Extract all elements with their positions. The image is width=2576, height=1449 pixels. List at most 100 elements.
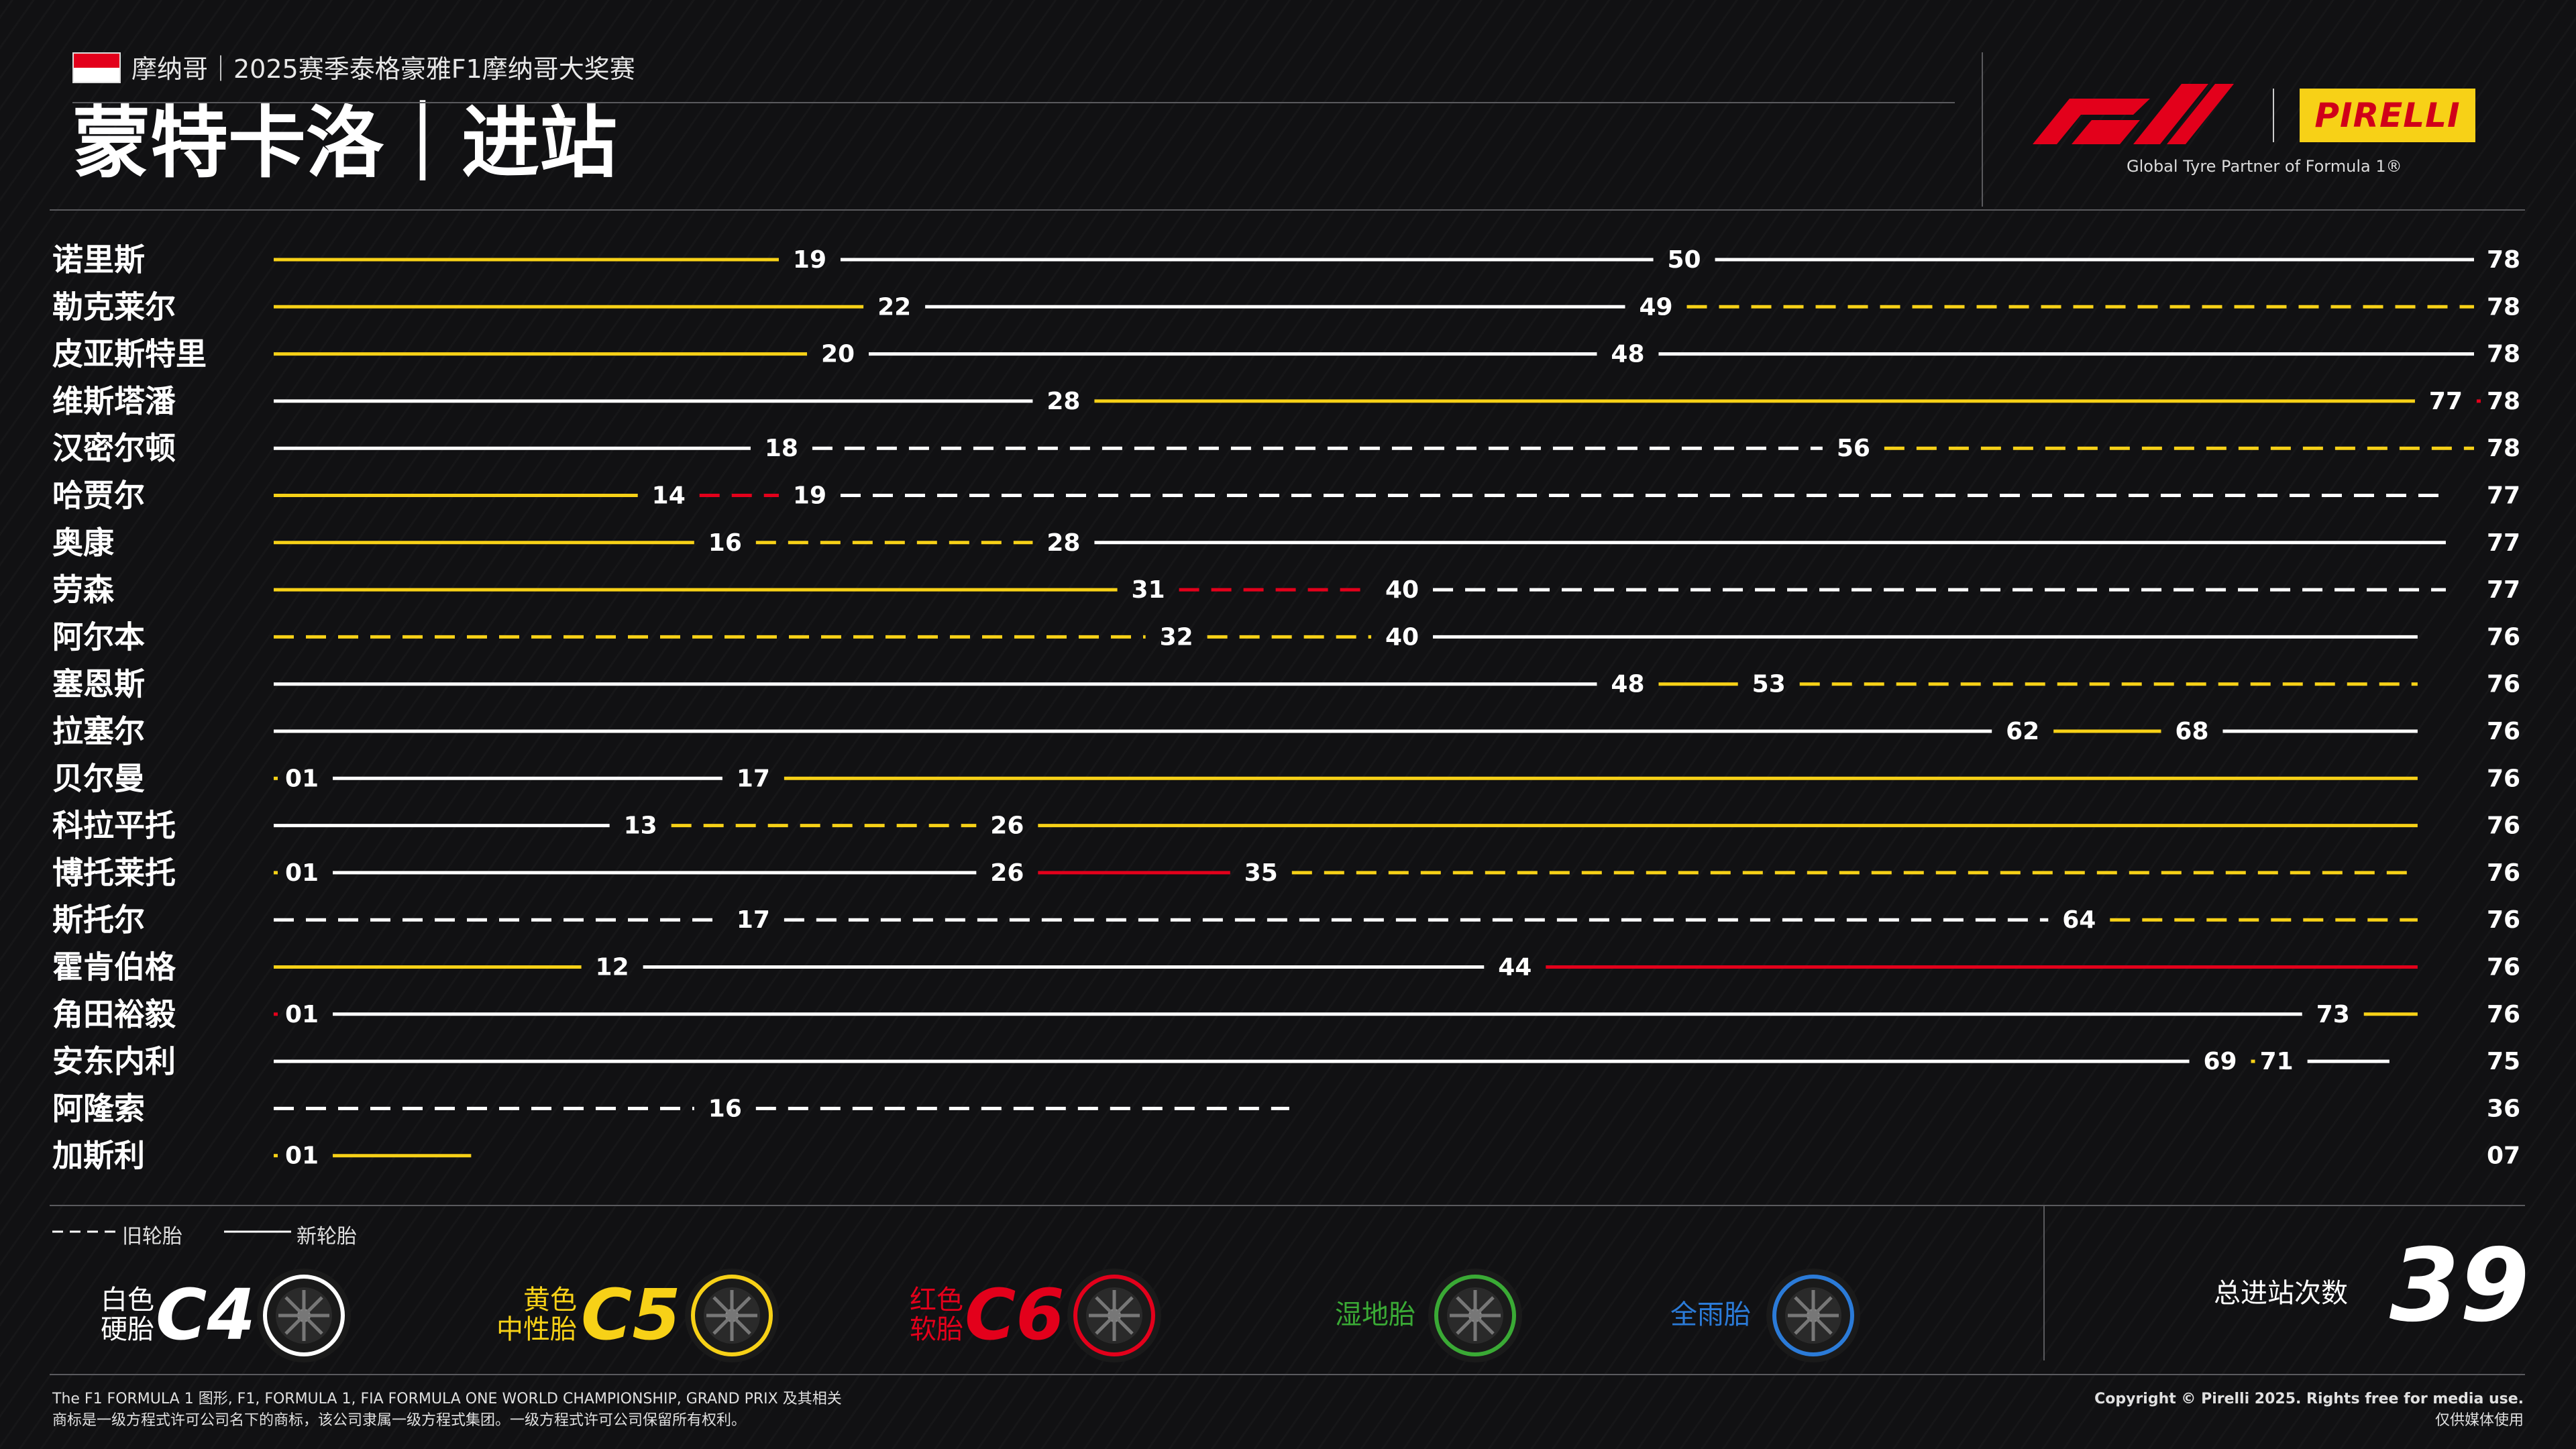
footer-copyright: Copyright © Pirelli 2025. Rights free fo… bbox=[2094, 1391, 2524, 1429]
pit-lap-label: 12 bbox=[596, 954, 629, 981]
final-lap-label: 76 bbox=[2487, 859, 2520, 887]
hard-tyre-label: 白色硬胎 bbox=[101, 1285, 154, 1345]
driver-name: 奥康 bbox=[52, 525, 114, 561]
driver-name: 哈贾尔 bbox=[52, 478, 145, 514]
driver-name: 皮亚斯特里 bbox=[52, 336, 207, 372]
final-lap-label: 76 bbox=[2487, 812, 2520, 840]
pit-lap-label: 31 bbox=[1132, 576, 1165, 604]
hard-tyre-icon bbox=[257, 1269, 351, 1362]
f1-logo-icon bbox=[2033, 84, 2234, 144]
pit-lap-label: 20 bbox=[821, 341, 855, 368]
final-lap-label: 76 bbox=[2487, 671, 2520, 698]
pit-lap-label: 40 bbox=[1385, 623, 1419, 651]
driver-name: 塞恩斯 bbox=[52, 666, 145, 702]
final-lap-label: 76 bbox=[2487, 906, 2520, 934]
final-lap-label: 76 bbox=[2487, 954, 2520, 981]
pit-lap-label: 13 bbox=[624, 812, 657, 840]
pit-lap-label: 50 bbox=[1668, 246, 1701, 274]
driver-name: 科拉平托 bbox=[52, 808, 176, 844]
used-tyre-legend-line bbox=[52, 1230, 119, 1233]
new-tyre-legend-line bbox=[224, 1230, 291, 1233]
pit-lap-label: 68 bbox=[2175, 718, 2208, 745]
soft-tyre-label: 红色软胎 bbox=[910, 1285, 963, 1345]
monaco-flag-icon bbox=[72, 52, 121, 83]
total-pitstops-label: 总进站次数 bbox=[2214, 1278, 2348, 1309]
pit-lap-label: 69 bbox=[2203, 1048, 2237, 1075]
pit-lap-label: 22 bbox=[877, 293, 911, 321]
final-lap-label: 78 bbox=[2487, 435, 2520, 462]
final-lap-label: 77 bbox=[2487, 576, 2520, 604]
race-subtitle: 摩纳哥｜2025赛季泰格豪雅F1摩纳哥大奖赛 bbox=[131, 54, 635, 84]
final-lap-label: 77 bbox=[2487, 482, 2520, 510]
driver-name: 霍肯伯格 bbox=[52, 949, 176, 985]
medium-tyre-code: C5 bbox=[581, 1274, 681, 1356]
driver-name: 加斯利 bbox=[52, 1138, 145, 1174]
pit-lap-label: 53 bbox=[1752, 671, 1786, 698]
pit-lap-label: 01 bbox=[285, 1142, 319, 1170]
driver-name: 维斯塔潘 bbox=[52, 383, 176, 419]
pit-lap-label: 01 bbox=[285, 765, 319, 792]
pit-lap-label: 49 bbox=[1639, 293, 1672, 321]
driver-name: 阿隆索 bbox=[52, 1090, 145, 1126]
pit-lap-label: 44 bbox=[1498, 954, 1532, 981]
final-lap-label: 78 bbox=[2487, 388, 2520, 415]
final-lap-label: 75 bbox=[2487, 1048, 2520, 1075]
driver-name: 斯托尔 bbox=[52, 902, 145, 938]
logo-divider bbox=[1982, 52, 1983, 207]
pit-lap-label: 56 bbox=[1837, 435, 1870, 462]
logo-separator bbox=[2273, 89, 2274, 142]
driver-name: 勒克莱尔 bbox=[52, 288, 176, 325]
final-lap-label: 78 bbox=[2487, 293, 2520, 321]
pit-lap-label: 32 bbox=[1160, 623, 1193, 651]
soft-tyre-icon bbox=[1067, 1269, 1161, 1362]
pit-lap-label: 18 bbox=[765, 435, 798, 462]
pit-lap-label: 71 bbox=[2260, 1048, 2294, 1075]
driver-name: 劳森 bbox=[52, 572, 115, 608]
pit-lap-label: 62 bbox=[2006, 718, 2039, 745]
page-title: 蒙特卡洛｜进站 bbox=[72, 98, 617, 189]
pirelli-logo: PIRELLI bbox=[2300, 89, 2475, 142]
pit-lap-label: 40 bbox=[1385, 576, 1419, 604]
driver-name: 博托莱托 bbox=[52, 855, 176, 891]
pit-lap-label: 16 bbox=[708, 1095, 742, 1122]
driver-name: 汉密尔顿 bbox=[52, 430, 176, 466]
pit-lap-label: 73 bbox=[2316, 1001, 2350, 1028]
wet-tyre-label: 湿地胎 bbox=[1335, 1299, 1415, 1330]
final-lap-label: 77 bbox=[2487, 529, 2520, 557]
final-lap-label: 78 bbox=[2487, 341, 2520, 368]
pit-lap-label: 19 bbox=[793, 246, 826, 274]
final-lap-label: 07 bbox=[2487, 1142, 2520, 1170]
pit-lap-label: 64 bbox=[2062, 906, 2096, 934]
final-lap-label: 76 bbox=[2487, 623, 2520, 651]
hard-tyre-code: C4 bbox=[156, 1274, 256, 1356]
driver-name: 拉塞尔 bbox=[52, 713, 145, 749]
pit-lap-label: 01 bbox=[285, 859, 319, 887]
medium-tyre-label: 黄色中性胎 bbox=[496, 1285, 577, 1345]
final-lap-label: 36 bbox=[2487, 1095, 2520, 1122]
legend-top-divider bbox=[50, 1205, 2525, 1206]
pit-lap-label: 16 bbox=[708, 529, 742, 557]
driver-name: 角田裕毅 bbox=[52, 996, 176, 1032]
final-lap-label: 76 bbox=[2487, 1001, 2520, 1028]
header-divider bbox=[72, 102, 1955, 103]
pit-lap-label: 48 bbox=[1611, 671, 1644, 698]
pit-lap-label: 77 bbox=[2429, 388, 2463, 415]
pit-lap-label: 17 bbox=[737, 906, 770, 934]
pit-lap-label: 28 bbox=[1046, 529, 1080, 557]
totals-divider bbox=[2043, 1205, 2045, 1360]
driver-name: 安东内利 bbox=[52, 1043, 176, 1079]
legend-bottom-divider bbox=[50, 1374, 2525, 1375]
full-wet-tyre-icon bbox=[1766, 1269, 1860, 1362]
pit-lap-label: 48 bbox=[1611, 341, 1644, 368]
pit-lap-label: 26 bbox=[990, 859, 1024, 887]
new-tyre-legend-label: 新轮胎 bbox=[297, 1225, 357, 1248]
final-lap-label: 78 bbox=[2487, 246, 2520, 274]
footer-trademark: The F1 FORMULA 1 图形, F1, FORMULA 1, FIA … bbox=[52, 1391, 842, 1429]
pit-lap-label: 35 bbox=[1244, 859, 1278, 887]
pit-lap-label: 28 bbox=[1046, 388, 1080, 415]
wet-tyre-icon bbox=[1428, 1269, 1522, 1362]
pit-lap-label: 17 bbox=[737, 765, 770, 792]
medium-tyre-icon bbox=[685, 1269, 779, 1362]
driver-name: 阿尔本 bbox=[52, 619, 145, 655]
